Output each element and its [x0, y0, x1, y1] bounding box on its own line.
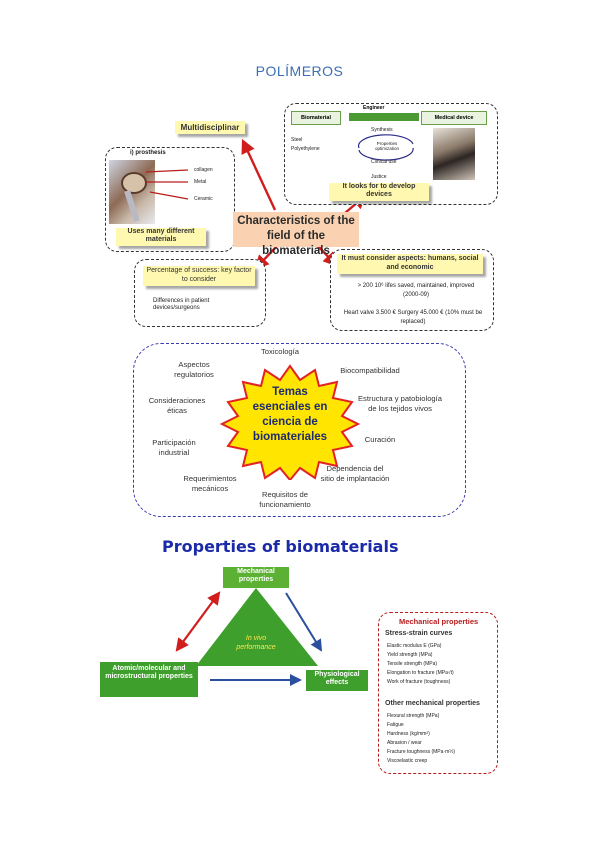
label-collagen: collagen [194, 167, 213, 173]
mechanical-detail-box: Mechanical properties Stress-strain curv… [378, 612, 498, 774]
topic-dependencia: Dependencia del sitio de implantación [320, 464, 390, 483]
device-box: Biomaterial Engineer Medical device Stee… [284, 103, 498, 205]
stem-shape [124, 189, 140, 223]
other-mechanical-list: Flexural strength (MPa) Fatigue Hardness… [387, 712, 495, 766]
stress-item: Yield strength (MPa) [387, 652, 433, 658]
multidisciplinar-label: Multidisciplinar [175, 121, 245, 134]
other-item: Abrasion / wear [387, 740, 422, 746]
justice-label: Justice [371, 174, 387, 180]
other-item: Flexural strength (MPa) [387, 713, 440, 719]
other-item: Fatigue [387, 722, 404, 728]
engineer-label: Engineer [363, 105, 385, 111]
stress-item: Work of fracture (toughness) [387, 679, 451, 685]
cycle-arrows [357, 134, 414, 161]
temas-center-text: Temas esenciales en ciencia de biomateri… [252, 386, 328, 443]
prosthesis-title: i) prosthesis [130, 150, 166, 156]
star-shape [220, 364, 360, 480]
polyethylene-label: Polyethylene [291, 146, 320, 152]
steel-label: Steel [291, 137, 303, 143]
diagram3-graphics [175, 588, 323, 686]
other-item: Fracture toughness (MPa·m½) [387, 749, 456, 755]
topic-requerimientos: Requerimientos mecánicos [183, 474, 237, 493]
characteristics-center: Characteristics of the field of the biom… [233, 212, 359, 257]
topic-requisitos: Requisitos de funcionamiento [259, 490, 311, 509]
properties-label: Properties optimization [374, 141, 399, 151]
clinical-use-label: Clinical use [371, 159, 397, 165]
success-title: Percentage of success: key factor to con… [143, 266, 255, 286]
synthesis-label: Synthesis [371, 127, 393, 133]
prosthesis-image [109, 160, 155, 224]
arrow-mech-atomic [175, 591, 221, 652]
aspects-title: It must consider aspects: humans, social… [337, 254, 483, 274]
aspects-line1: > 200 10⁶ lifes saved, maintained, impro… [357, 283, 475, 298]
stress-strain-list: Elastic modulus E (GPa) Yield strength (… [387, 642, 495, 687]
device-photo [433, 128, 475, 180]
label-ceramic: Ceramic [194, 196, 213, 202]
device-caption: It looks for to develop devices [329, 183, 429, 201]
in-vivo-label: In vivo performance [236, 635, 276, 651]
stress-item: Elastic modulus E (GPa) [387, 643, 442, 649]
triangle-in-vivo [196, 588, 318, 666]
atomic-properties-node: Atomic/molecular and microstructural pro… [100, 662, 198, 697]
biomaterial-label: Biomaterial [291, 111, 341, 125]
engineer-arrow [349, 113, 419, 121]
arrow-mech-physio [285, 592, 323, 652]
prosthesis-box: i) prosthesis collagen Metal Ceramic Use… [105, 147, 235, 252]
topic-consideraciones: Consideraciones éticas [148, 396, 206, 415]
topic-participacion: Participación industrial [152, 438, 196, 457]
label-metal: Metal [194, 179, 207, 185]
medical-device-label: Medical device [421, 111, 487, 125]
page-title: POLÍMEROS [255, 63, 344, 79]
topic-curacion: Curación [364, 435, 396, 444]
mechanical-detail-title: Mechanical properties [399, 617, 479, 626]
prosthesis-pointer-lines [146, 169, 189, 200]
mechanical-properties-node: Mechanical properties [223, 567, 289, 588]
temas-star [220, 364, 360, 480]
other-mechanical-title: Other mechanical properties [385, 700, 480, 707]
properties-title: Properties of biomaterials [162, 537, 399, 556]
physiological-effects-node: Physiological effects [306, 670, 368, 691]
stress-item: Tensile strength (MPa) [387, 661, 438, 667]
aspects-box: It must consider aspects: humans, social… [330, 249, 494, 331]
other-item: Hardness (kg/mm²) [387, 731, 430, 737]
topic-estructura: Estructura y patobiología de los tejidos… [357, 394, 442, 413]
topic-biocompatibilidad: Biocompatibilidad [340, 366, 400, 375]
femoral-head-shape [121, 172, 147, 194]
arrow-to-multidisciplinar [241, 138, 277, 211]
topic-aspectos: Aspectos regulatorios [174, 360, 214, 379]
stress-strain-title: Stress-strain curves [385, 630, 453, 637]
temas-box [133, 343, 466, 517]
prosthesis-caption: Uses many different materials [116, 228, 206, 246]
stress-item: Elongation to fracture (MPa√t) [387, 670, 454, 676]
topic-toxicologia: Toxicología [261, 347, 299, 356]
other-item: Viscoelastic creep [387, 758, 428, 764]
aspects-line2: Heart valve 3.500 € Surgery 45.000 € (10… [343, 310, 483, 325]
success-text: Differences in patient devices/surgeons [153, 298, 210, 311]
success-box: Percentage of success: key factor to con… [134, 259, 266, 327]
